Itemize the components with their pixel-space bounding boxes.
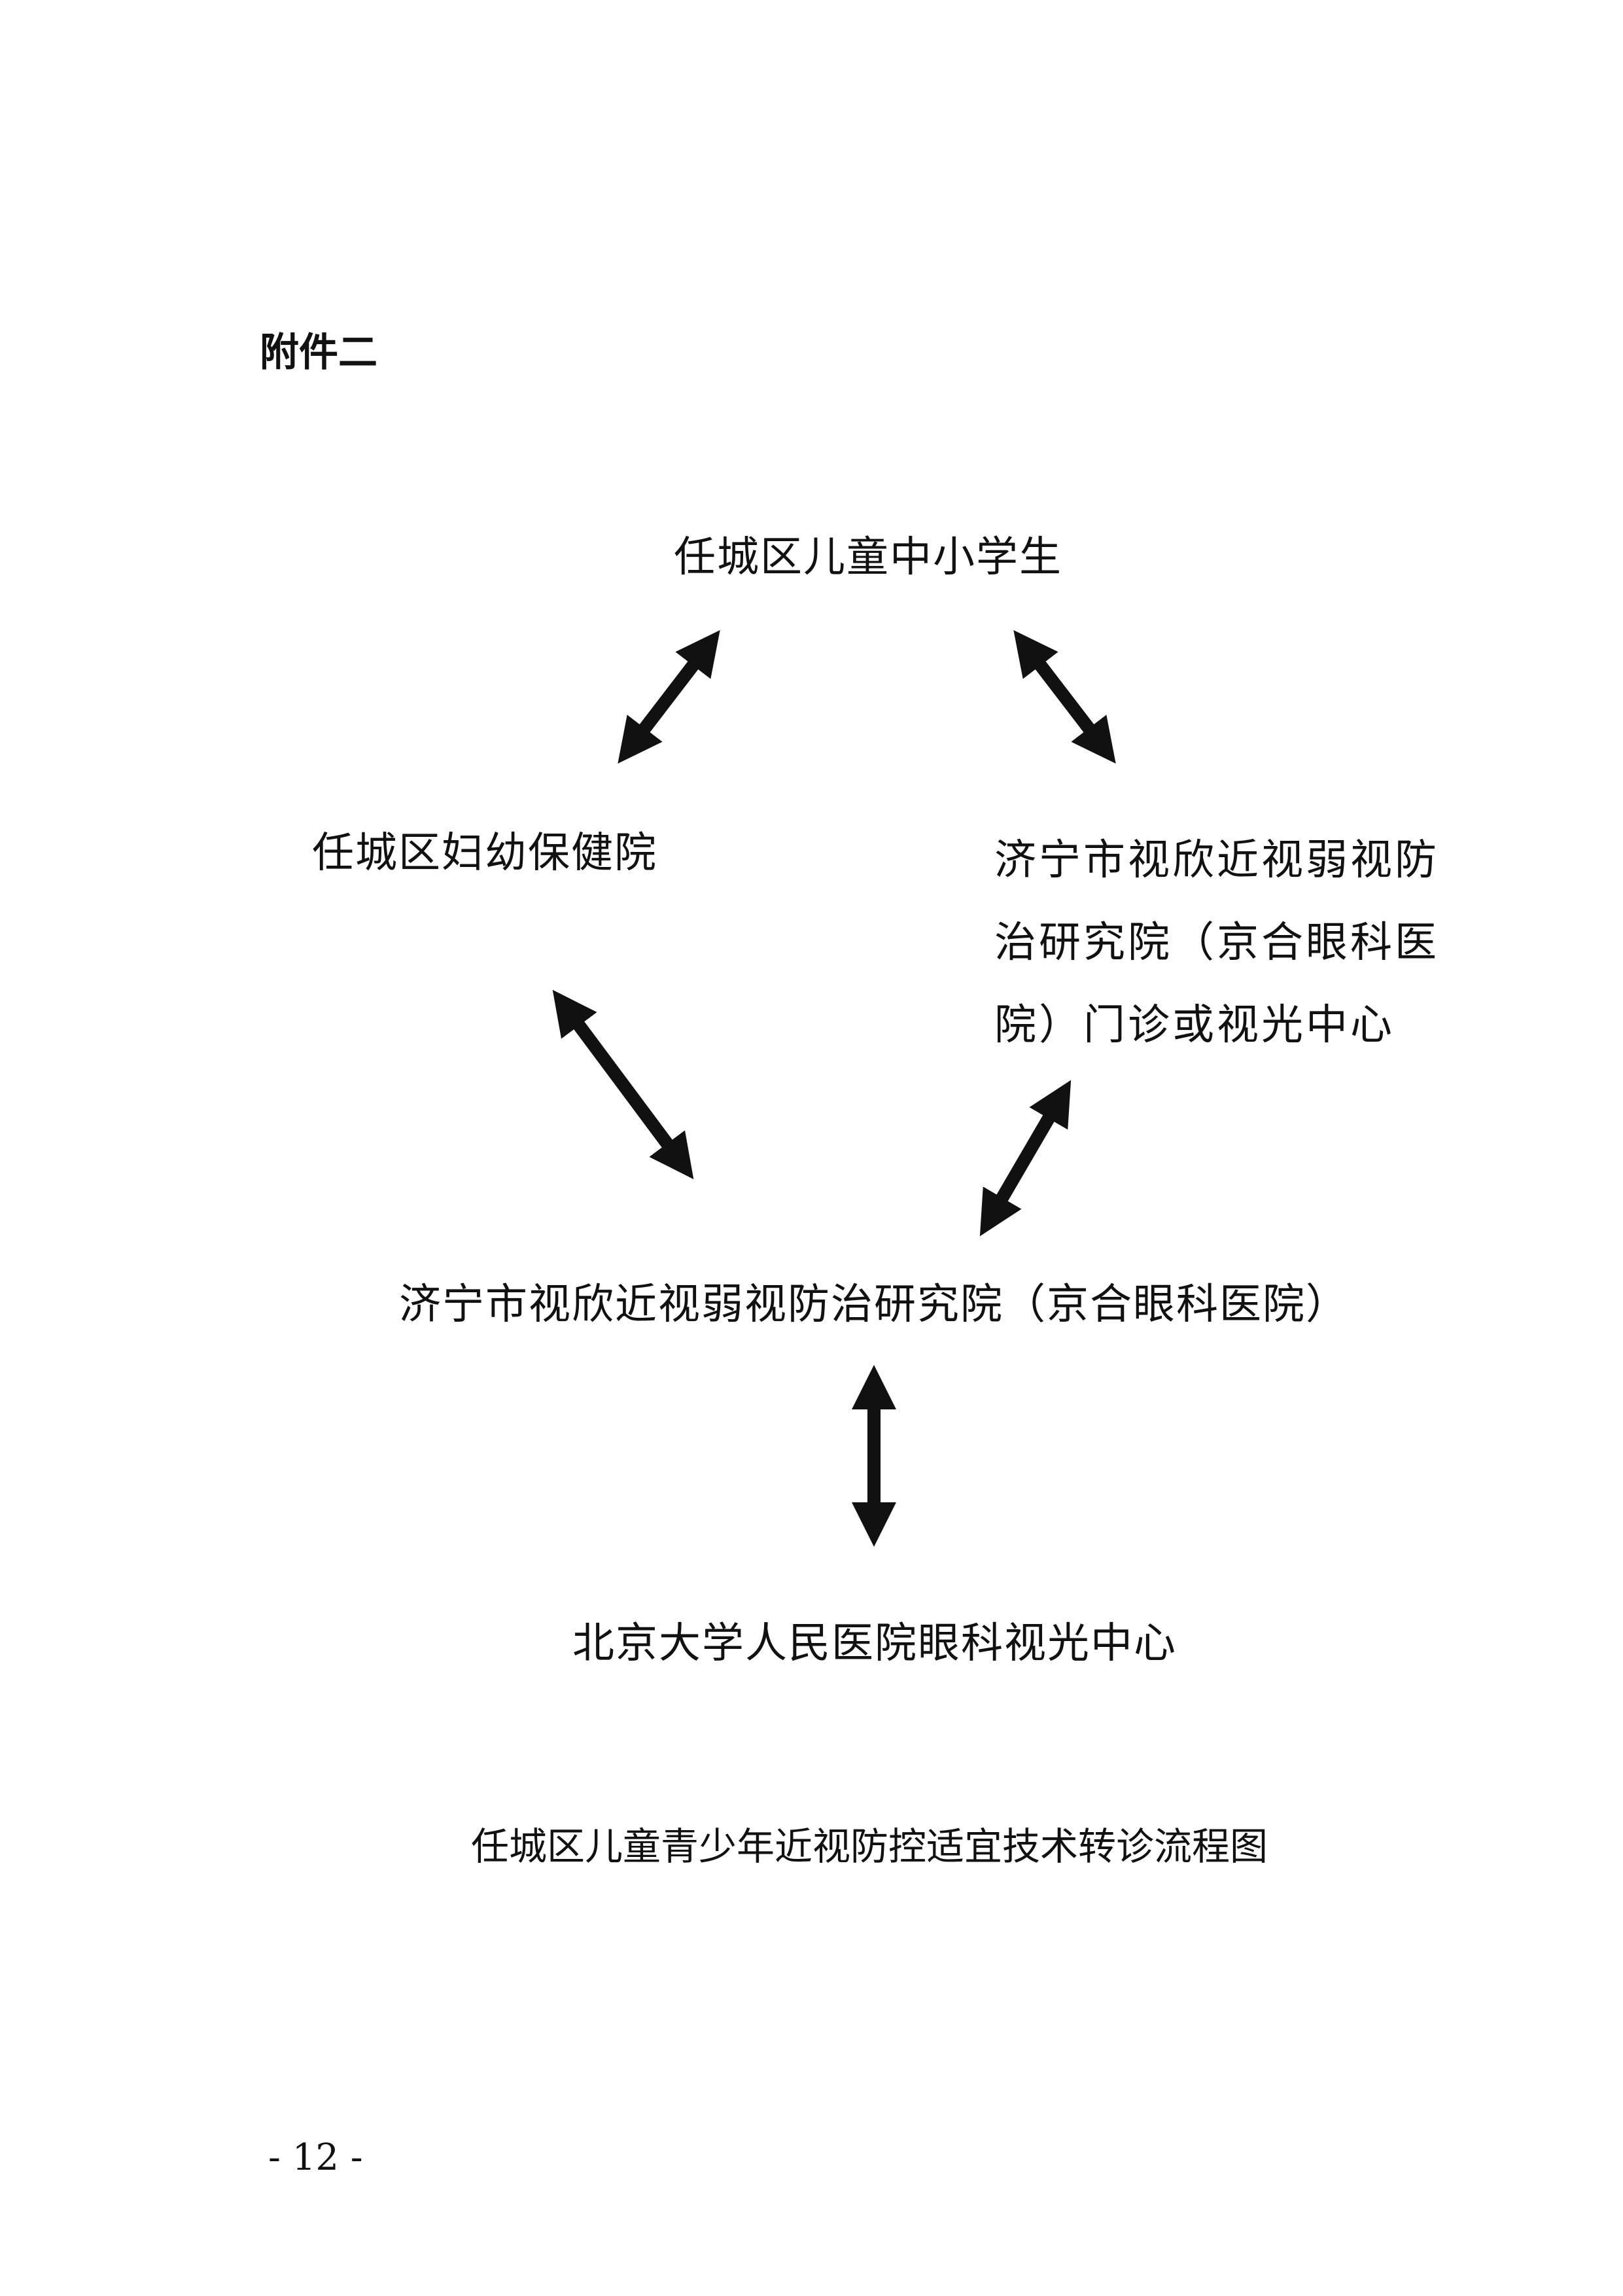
node-right-line-1: 济宁市视欣近视弱视防 <box>994 836 1439 885</box>
arrow-left-center <box>552 989 694 1180</box>
attachment-label: 附件二 <box>260 330 377 376</box>
node-research-institute: 济宁市视欣近视弱视防治研究院（京合眼科医院） <box>399 1280 1349 1329</box>
node-peking-university-hospital: 北京大学人民医院眼科视光中心 <box>572 1619 1177 1668</box>
page-number: - 12 - <box>268 2136 363 2179</box>
arrow-right-center <box>979 1080 1072 1237</box>
arrow-top-right <box>1013 630 1116 764</box>
node-right-line-3: 院）门诊或视光中心 <box>994 1001 1395 1050</box>
node-students: 任城区儿童中小学生 <box>674 533 1062 582</box>
arrow-top-left <box>618 630 720 764</box>
node-right-line-2: 治研究院（京合眼科医 <box>994 919 1439 967</box>
node-maternal-child-hospital: 任城区妇幼保健院 <box>312 829 657 877</box>
diagram-caption: 任城区儿童青少年近视防控适宜技术转诊流程图 <box>471 1824 1268 1869</box>
node-clinic-vision-center: 济宁市视欣近视弱视防 治研究院（京合眼科医 院）门诊或视光中心 <box>994 819 1505 1067</box>
